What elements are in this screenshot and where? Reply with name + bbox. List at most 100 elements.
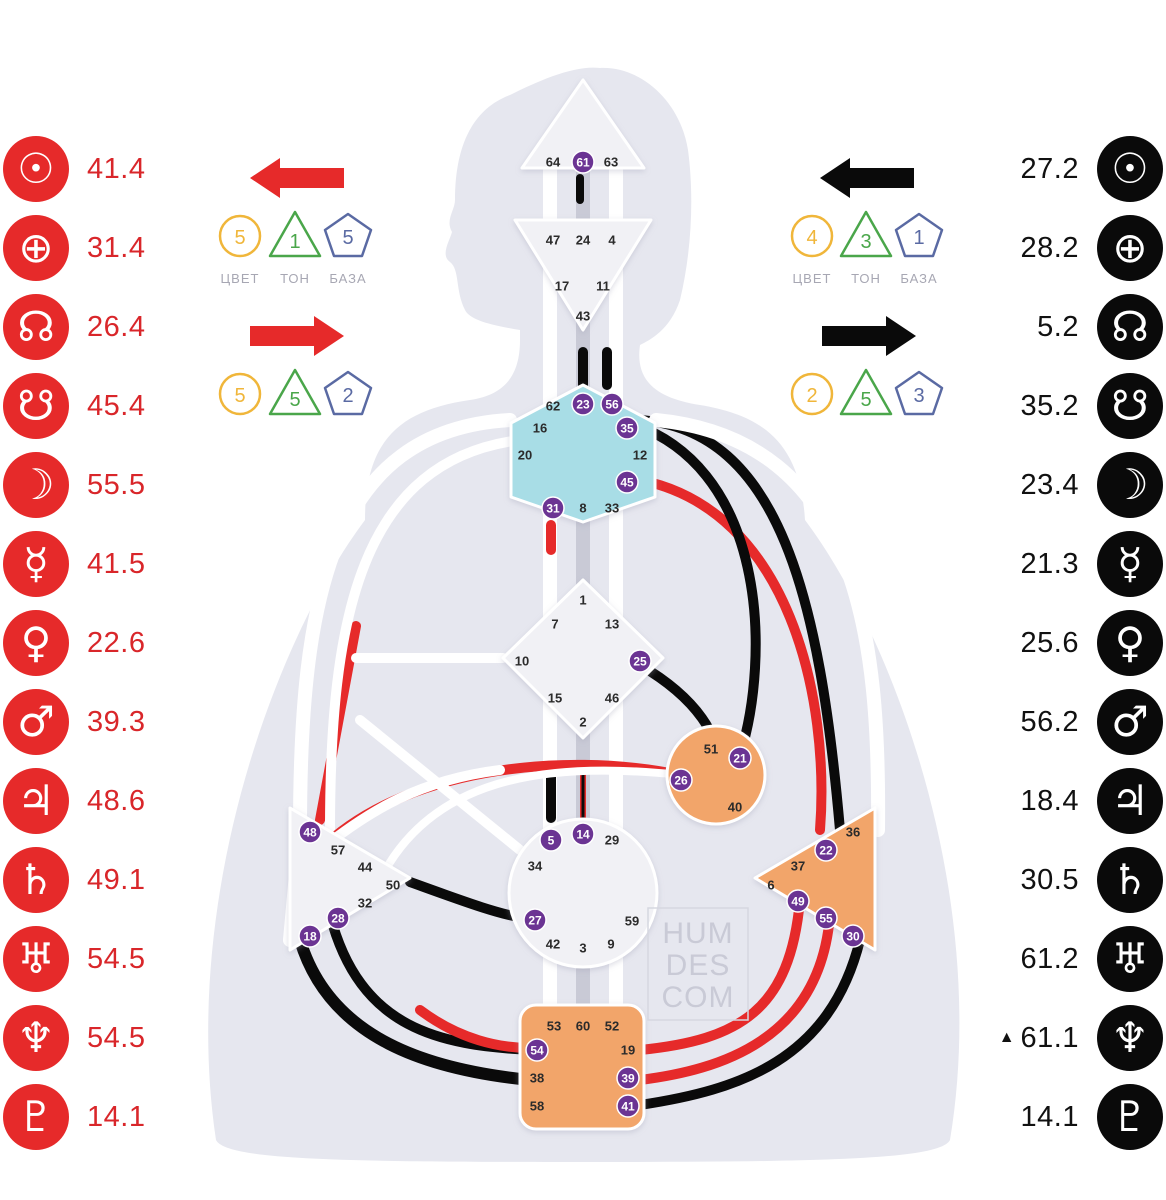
active-gate-badge [525, 1038, 549, 1062]
gate-53: 53 [547, 1019, 561, 1034]
planet-value: 41.5 [87, 547, 146, 580]
planet-value: 48.6 [87, 784, 146, 817]
channel-outer-left [283, 413, 517, 947]
design-top-base: 5 [342, 227, 353, 249]
gate-31: 31 [546, 502, 560, 516]
mars-icon: ♂ [1097, 689, 1163, 755]
pluto-icon: ♇ [1097, 1084, 1163, 1150]
active-gate-badge [539, 828, 563, 852]
channel-45-21 [615, 415, 761, 760]
gate-29: 29 [605, 833, 619, 848]
south-node-icon: ☋ [3, 373, 69, 439]
gate-40: 40 [728, 800, 742, 815]
uranus-icon: ♅ [1097, 926, 1163, 992]
gate-20: 20 [518, 448, 532, 463]
planet-row: 56.2 ♂ [1021, 687, 1163, 757]
planet-value: 61.1 [1020, 1021, 1079, 1054]
gate-14: 14 [576, 828, 590, 842]
planet-row: 5.2☊ [1037, 292, 1163, 362]
channel-55-39 [635, 910, 835, 1085]
planet-row: ♇14.1 [3, 1082, 145, 1152]
pluto-icon: ♇ [3, 1084, 69, 1150]
active-gate-badge [615, 470, 639, 494]
watermark: HUM DES COM [647, 907, 749, 1021]
gate-43: 43 [576, 309, 590, 324]
planet-value: 54.5 [87, 942, 146, 975]
planet-value: 14.1 [1020, 1100, 1079, 1133]
gate-37: 37 [791, 859, 805, 874]
earth-icon: ⊕ [1097, 215, 1163, 281]
root-center[interactable] [518, 1003, 646, 1131]
planet-row: 30.5 ♄ [1021, 845, 1163, 915]
active-gate-badge [571, 150, 595, 174]
gate-57: 57 [331, 843, 345, 858]
planet-value: 49.1 [87, 863, 146, 896]
planet-row: ♃48.6 [3, 766, 145, 836]
planet-value: 30.5 [1020, 863, 1079, 896]
active-gate-badge [814, 906, 838, 930]
planet-value: 39.3 [87, 705, 146, 738]
gate-62: 62 [546, 399, 560, 414]
personality-bottom-tone: 5 [860, 389, 871, 411]
planet-value: 55.5 [87, 468, 146, 501]
gate-28: 28 [331, 912, 345, 926]
planet-row: ☽ 55.5 [3, 450, 145, 520]
planet-value: 18.4 [1020, 784, 1079, 817]
gate-21: 21 [733, 752, 747, 766]
gate-13: 13 [605, 617, 619, 632]
planet-value: 21.3 [1020, 547, 1079, 580]
arrow-left-icon [250, 158, 344, 198]
design-bottom-tone: 5 [289, 389, 300, 411]
active-gate-badge [600, 392, 624, 416]
planet-row: ☉41.4 [3, 134, 145, 204]
personality-top-base: 1 [913, 227, 924, 249]
planet-row: 21.3 ☿ [1021, 529, 1163, 599]
gate-58: 58 [530, 1099, 544, 1114]
active-gate-badge [523, 908, 547, 932]
planet-row: ☊26.4 [3, 292, 145, 362]
gate-8: 8 [579, 501, 586, 516]
gate-17: 17 [555, 279, 569, 294]
active-gate-badge [571, 822, 595, 846]
channel-18-58 [294, 934, 536, 1086]
gate-11: 11 [596, 279, 610, 294]
active-gate-badge [628, 649, 652, 673]
g-center [501, 578, 665, 740]
planet-value: 56.2 [1020, 705, 1079, 738]
moon-icon: ☽ [3, 452, 69, 518]
mercury-icon: ☿ [1097, 531, 1163, 597]
active-gate-badge [669, 768, 693, 792]
gate-25: 25 [633, 655, 647, 669]
gate-42: 42 [546, 937, 560, 952]
gate-47: 47 [546, 233, 560, 248]
planet-row: ☿ 41.5 [3, 529, 145, 599]
gate-51: 51 [704, 742, 718, 757]
venus-icon: ♀ [3, 610, 69, 676]
saturn-icon: ♄ [3, 847, 69, 913]
gate-64: 64 [546, 155, 561, 170]
channel-white [355, 715, 525, 855]
design-bottom-base: 2 [342, 385, 353, 407]
planet-row: ♂39.3 [3, 687, 145, 757]
active-gate-badge [728, 746, 752, 770]
active-gate-badge [571, 392, 595, 416]
gate-52: 52 [605, 1019, 619, 1034]
gate-18: 18 [303, 930, 317, 944]
gate-33: 33 [605, 501, 619, 516]
planet-value: 35.2 [1020, 389, 1079, 422]
channel-inner-left [325, 435, 525, 835]
planet-row: 35.2☋ [1021, 371, 1163, 441]
active-gate-badge [298, 924, 322, 948]
planet-value: 5.2 [1037, 310, 1079, 343]
saturn-icon: ♄ [1097, 847, 1163, 913]
mercury-icon: ☿ [3, 531, 69, 597]
active-gate-badge [616, 1094, 640, 1118]
gate-44: 44 [358, 860, 373, 875]
planet-row: ▲61.1♆ [999, 1003, 1163, 1073]
gate-60: 60 [576, 1019, 590, 1034]
gate-26: 26 [674, 774, 688, 788]
gate-5: 5 [548, 834, 555, 848]
planet-value: 25.6 [1020, 626, 1079, 659]
gate-4: 4 [608, 233, 616, 248]
